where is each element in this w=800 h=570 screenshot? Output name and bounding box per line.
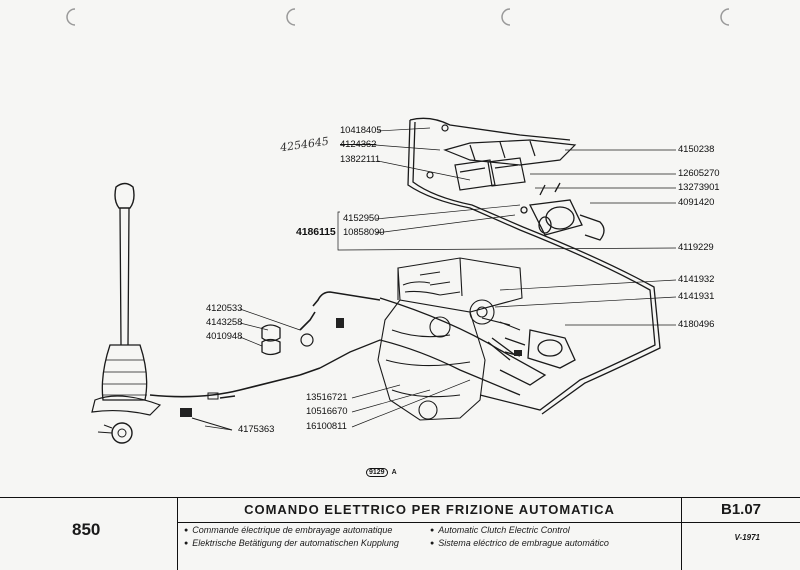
connector-4175363 — [180, 408, 233, 431]
actuator-4180496 — [487, 329, 576, 369]
model-number: 850 — [72, 520, 101, 539]
code-cell: B1.07 V-1971 — [682, 498, 800, 570]
gearbox — [377, 257, 523, 421]
label-4152950: 4152950 — [343, 213, 380, 224]
exploded-diagram: 10418405 4124362 13822111 4254645 415023… — [91, 117, 720, 477]
subtitle-en: Automatic Clutch Electric Control — [430, 525, 570, 535]
diagram-drawing — [91, 117, 677, 444]
label-4010948: 4010948 — [206, 331, 243, 342]
sheet-code: B1.07 — [682, 498, 800, 523]
main-title: COMANDO ELETTRICO PER FRIZIONE AUTOMATIC… — [178, 498, 681, 523]
label-4180496: 4180496 — [678, 319, 715, 330]
solenoid-4091420 — [520, 182, 605, 241]
figure-number: 9129 — [366, 468, 388, 477]
label-4150238: 4150238 — [678, 144, 715, 155]
label-4175363: 4175363 — [238, 424, 275, 435]
label-4186115: 4186115 — [296, 226, 336, 238]
binder-hole — [286, 8, 296, 26]
label-13273901: 13273901 — [678, 182, 720, 193]
title-cell: COMANDO ELETTRICO PER FRIZIONE AUTOMATIC… — [178, 498, 682, 570]
label-12605270: 12605270 — [678, 168, 720, 179]
binder-hole — [66, 8, 76, 26]
binder-hole — [720, 8, 730, 26]
switch-parts — [261, 291, 381, 356]
label-16100811: 16100811 — [306, 421, 347, 432]
label-4124362: 4124362 — [340, 139, 377, 150]
subtitle-de: Elektrische Betätigung der automatischen… — [184, 538, 399, 548]
label-10516670: 10516670 — [306, 406, 348, 417]
title-block: 850 COMANDO ELETTRICO PER FRIZIONE AUTOM… — [0, 497, 800, 570]
model-cell: 850 — [0, 498, 178, 570]
gear-lever — [91, 182, 162, 444]
label-4141932: 4141932 — [678, 274, 715, 285]
subtitle-fr: Commande électrique de embrayage automat… — [184, 525, 392, 535]
leader-lines — [204, 127, 677, 431]
relay-group — [426, 124, 577, 191]
label-13822111: 13822111 — [340, 154, 381, 165]
wire-harness — [319, 117, 661, 415]
label-4091420: 4091420 — [678, 197, 715, 208]
binder-hole — [501, 8, 511, 26]
figure-letter: A — [391, 469, 397, 476]
label-4143258: 4143258 — [206, 317, 243, 328]
subtitle-es: Sistema eléctrico de embrague automático — [430, 538, 609, 548]
label-4141931: 4141931 — [678, 291, 715, 302]
label-4120533: 4120533 — [206, 303, 243, 314]
label-13516721: 13516721 — [306, 392, 348, 403]
label-4119229: 4119229 — [678, 242, 714, 253]
label-10418405: 10418405 — [340, 125, 382, 136]
sheet-date: V-1971 — [734, 533, 761, 542]
label-10858090: 10858090 — [343, 227, 385, 238]
